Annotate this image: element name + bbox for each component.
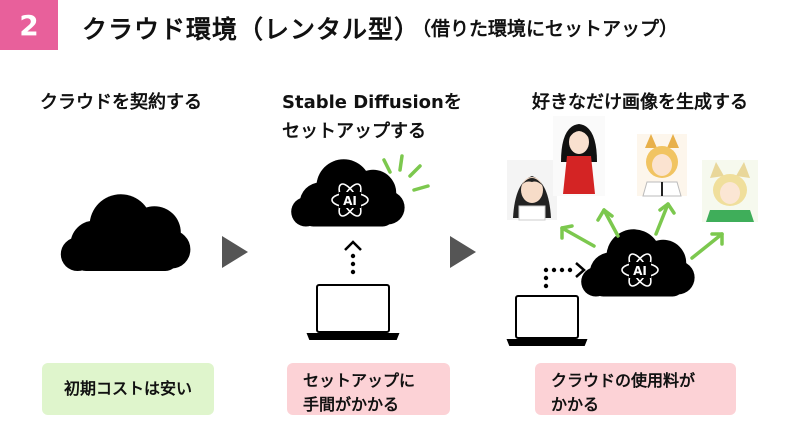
green-arrows [560,202,724,260]
note-1-line-1: 初期コストは安い [63,379,192,398]
laptop-icon [506,295,588,346]
step-2-line-2: セットアップする [282,121,426,142]
step-2-label: Stable Diffusionを セットアップする [282,88,462,146]
generated-portrait [637,134,687,197]
cloud-icon [60,194,191,271]
step-arrow-icon [450,236,476,268]
ai-cloud-icon: AI [581,229,695,297]
section-number: 2 [0,0,58,50]
generated-portrait [507,160,557,221]
note-cons-setup: セットアップに 手間がかかる [287,363,450,415]
note-cons-cost: クラウドの使用料が かかる [535,363,736,415]
step-arrow-icon [222,236,248,268]
note-pros: 初期コストは安い [42,363,214,415]
step-3-label: 好きなだけ画像を生成する [532,88,748,117]
sparkle-lines-icon [382,154,430,192]
step-1-line-1: クラウドを契約する [40,92,202,113]
ai-badge: AI [339,192,361,208]
note-2-line-1: セットアップに [303,371,416,390]
page-subtitle: （借りた環境にセットアップ） [412,18,679,40]
ai-cloud-icon: AI [291,159,405,227]
dotted-arrow-icon [344,240,362,275]
laptop-icon [306,284,400,340]
generated-portrait [553,116,605,196]
note-2-line-2: 手間がかかる [303,395,400,414]
dotted-arrow-icon [543,262,586,289]
page-title: クラウド環境（レンタル型） [82,15,421,44]
step-3-line-1: 好きなだけ画像を生成する [532,92,748,113]
ai-badge-text: AI [343,194,357,208]
generated-portrait [702,160,758,222]
note-3-line-2: かかる [551,395,600,414]
step-2-line-1: Stable Diffusionを [282,92,462,113]
note-3-line-1: クラウドの使用料が [551,371,696,390]
ai-badge-text: AI [633,264,647,278]
step-1-label: クラウドを契約する [40,88,202,117]
